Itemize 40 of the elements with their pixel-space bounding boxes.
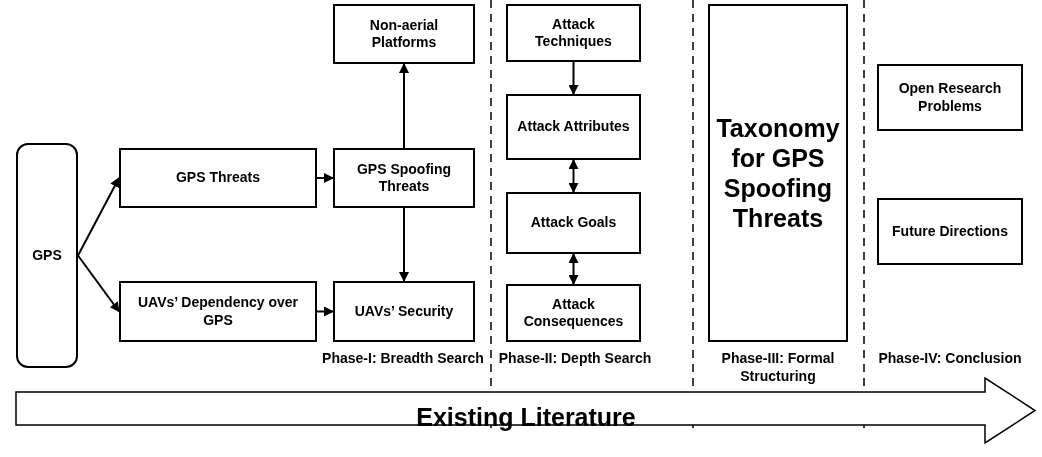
arrow: [568, 61, 579, 95]
rounded-box: [16, 143, 78, 368]
node-label: Non-aerial Platforms: [368, 16, 440, 52]
process-box: [119, 281, 317, 342]
node-label: GPS: [32, 246, 62, 265]
process-box: [333, 4, 475, 64]
node-label: Open Research Problems: [897, 80, 1003, 115]
process-box: [333, 281, 475, 342]
node-label: Taxonomy for GPS Spoofing Threats: [715, 113, 841, 233]
arrow: [399, 63, 409, 149]
process-box: [506, 284, 641, 342]
process-box: [877, 64, 1023, 131]
node-label: GPS Spoofing Threats: [355, 160, 453, 196]
process-box: [506, 192, 641, 254]
arrow: [568, 253, 579, 285]
arrow: [77, 177, 120, 257]
phase-label: Phase-IV: Conclusion: [877, 350, 1023, 368]
process-box: [506, 4, 641, 62]
node-label: Attack Techniques: [534, 15, 613, 51]
node-label: Future Directions: [892, 222, 1008, 241]
process-box: [506, 94, 641, 160]
arrow: [316, 306, 334, 317]
process-box: [119, 148, 317, 208]
phase-label: Phase-II: Depth Search: [497, 350, 653, 368]
arrow: [568, 159, 579, 193]
arrow: [77, 254, 120, 313]
node-label: Existing Literature: [416, 401, 636, 433]
node-label: Attack Attributes: [517, 118, 630, 136]
process-box: [333, 148, 475, 208]
node-label: UAVs’ Dependency over GPS: [137, 294, 299, 329]
node-label: Attack Consequences: [522, 295, 625, 331]
phase-label: Phase-I: Breadth Search: [321, 350, 485, 368]
node-label: UAVs’ Security: [354, 302, 454, 321]
node-label: GPS Threats: [176, 169, 260, 187]
arrow: [399, 207, 409, 282]
process-box: [877, 198, 1023, 265]
phase-label: Phase-III: Formal Structuring: [720, 350, 836, 385]
process-box: [708, 4, 848, 342]
arrow: [316, 173, 334, 183]
node-label: Attack Goals: [530, 214, 617, 232]
